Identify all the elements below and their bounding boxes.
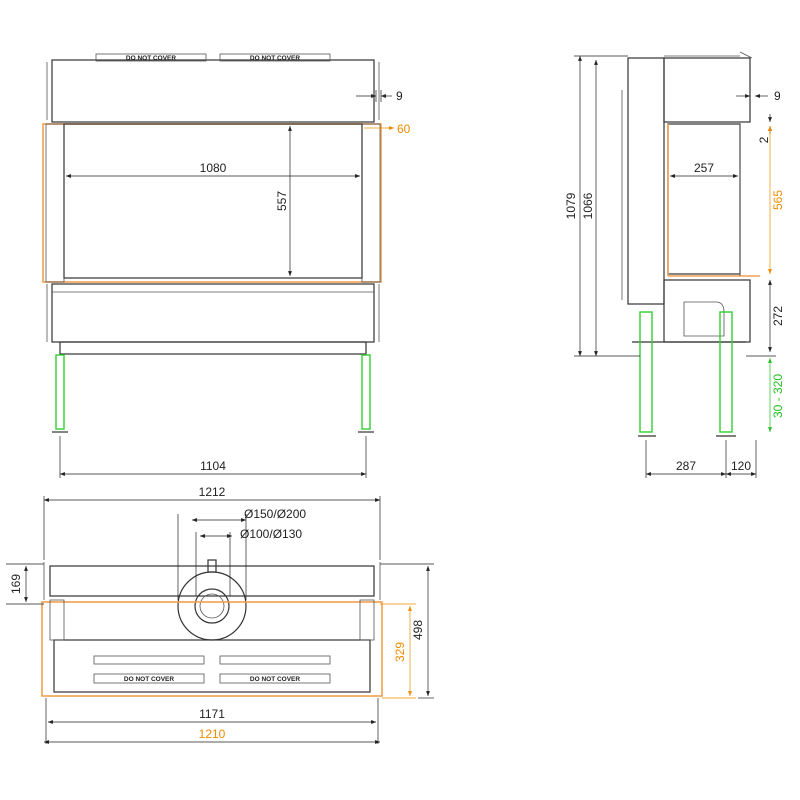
dim-1079: 1079 — [564, 192, 578, 219]
dim-9-front: 9 — [396, 89, 403, 103]
dim-9-side: 9 — [774, 89, 781, 103]
front-right-leg — [361, 354, 371, 430]
dim-498: 498 — [411, 620, 425, 640]
front-glass — [63, 123, 363, 279]
front-label-plate-left — [95, 53, 207, 62]
side-top-slant — [739, 51, 753, 59]
front-base-strip — [59, 341, 367, 355]
do-not-cover-label: DO NOT COVER — [124, 676, 175, 683]
dim-120: 120 — [731, 459, 751, 473]
side-left-leg — [639, 311, 653, 433]
dim-1171: 1171 — [199, 707, 225, 721]
dim-1104: 1104 — [200, 459, 226, 473]
dim-257: 257 — [694, 161, 714, 175]
front-top-body — [51, 59, 375, 123]
side-top-box — [663, 57, 751, 123]
side-view: 1079 1066 9 2 257 565 272 30 - 320 287 — [564, 51, 785, 478]
dim-329: 329 — [393, 642, 407, 662]
front-right-frame — [361, 123, 381, 283]
front-label-plate-right — [219, 53, 331, 62]
top-label-plate-right — [219, 673, 331, 684]
dim-30-320: 30 - 320 — [771, 374, 785, 418]
top-rear-body — [49, 565, 375, 597]
front-left-leg — [55, 354, 65, 430]
dim-150-200: Ø150/Ø200 — [244, 507, 306, 521]
side-lower-cutout — [683, 301, 725, 337]
front-view: DO NOT COVER DO NOT COVER 1080 557 — [42, 53, 411, 478]
dim-169: 169 — [9, 574, 23, 594]
top-vent-left — [93, 655, 205, 665]
side-back-body — [627, 57, 665, 305]
top-vent-right — [219, 655, 331, 665]
dim-1212: 1212 — [199, 485, 226, 499]
dim-272: 272 — [771, 306, 785, 326]
top-left-post — [49, 599, 65, 641]
top-label-plate-left — [93, 673, 205, 684]
dim-100-130: Ø100/Ø130 — [240, 527, 302, 541]
dim-557: 557 — [275, 191, 289, 211]
top-firebox — [53, 639, 371, 693]
side-lower-body — [663, 279, 751, 343]
top-view: DO NOT COVER DO NOT COVER 1212 Ø150/Ø200… — [6, 485, 434, 744]
front-glass-outline — [42, 123, 382, 283]
dim-60: 60 — [397, 122, 411, 136]
side-glass — [667, 123, 741, 275]
top-orange-outline — [41, 601, 383, 697]
do-not-cover-label: DO NOT COVER — [250, 676, 301, 683]
dim-287: 287 — [676, 459, 696, 473]
front-lower-body — [51, 283, 375, 343]
dim-1210: 1210 — [199, 727, 226, 741]
flue-core-circle — [199, 593, 225, 619]
do-not-cover-label: DO NOT COVER — [126, 55, 177, 62]
top-right-post — [359, 599, 375, 641]
dim-1080: 1080 — [200, 161, 227, 175]
side-right-leg — [719, 311, 733, 433]
dim-1066: 1066 — [581, 192, 595, 219]
do-not-cover-label: DO NOT COVER — [250, 55, 301, 62]
flue-outer-circle — [177, 571, 247, 641]
dim-565: 565 — [771, 190, 785, 210]
front-left-frame — [45, 123, 65, 283]
flue-inner-circle — [194, 588, 230, 624]
dim-2: 2 — [757, 136, 771, 143]
flue-connector — [207, 559, 217, 573]
